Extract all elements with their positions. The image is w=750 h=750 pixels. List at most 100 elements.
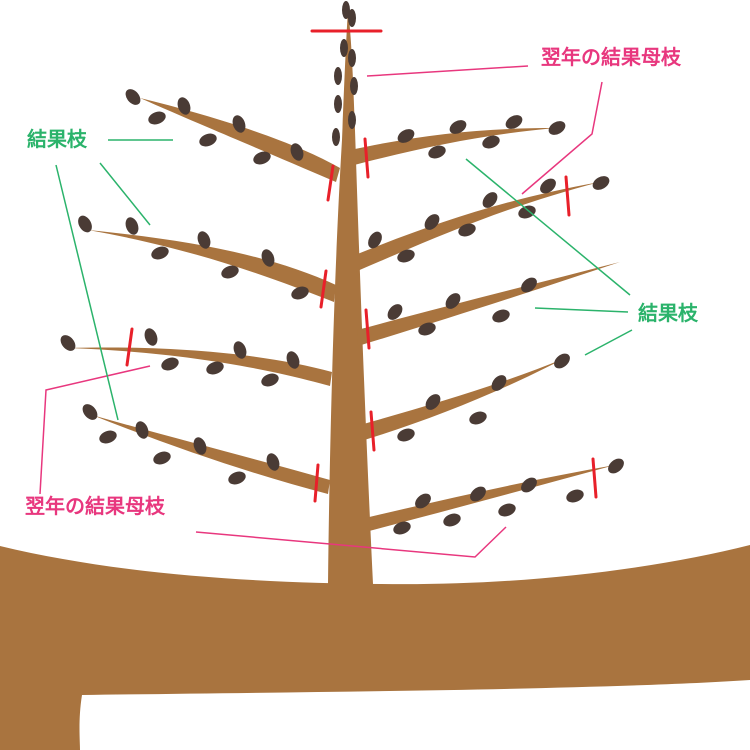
bud-icon	[197, 231, 211, 249]
trunk	[328, 10, 373, 584]
branch-right-1	[350, 128, 555, 166]
bud-icon	[491, 375, 507, 391]
branch-right-5	[365, 465, 615, 532]
red-cut-line-icon	[369, 410, 376, 452]
red-cut-line-icon	[319, 269, 328, 309]
label-next-year-mother-branch-bottom: 翌年の結果母枝	[25, 494, 165, 518]
red-cut-line-icon	[125, 327, 134, 367]
bud-icon	[548, 121, 566, 135]
bud-icon	[415, 493, 431, 509]
bud-icon	[443, 513, 461, 527]
bud-icon	[521, 477, 537, 493]
bud-icon	[206, 361, 224, 375]
branch-right-4	[360, 358, 565, 441]
bud-icon	[449, 120, 467, 134]
leader-line-right-3	[584, 329, 633, 356]
bud-icon	[144, 328, 158, 346]
red-cut-line-icon	[326, 164, 335, 202]
bud-icon	[261, 373, 279, 387]
bud-icon	[290, 143, 304, 161]
bud-icon	[193, 437, 207, 455]
leader-line-top-right-2	[521, 81, 603, 195]
cut-marks	[125, 29, 598, 503]
bud-icon	[253, 151, 271, 165]
leader-line-bottom	[195, 526, 507, 558]
bud-icon	[566, 489, 584, 503]
bud-icon	[151, 246, 169, 260]
bud-icon	[148, 111, 166, 125]
bud-icon	[78, 215, 92, 233]
bud-icon	[334, 67, 342, 85]
bud-icon	[424, 214, 440, 230]
bud-icon	[332, 128, 340, 146]
red-cut-line-icon	[364, 308, 371, 350]
bud-icon	[397, 249, 415, 263]
bud-icon	[482, 135, 500, 149]
red-cut-line-icon	[564, 175, 571, 217]
bud-icon	[592, 176, 610, 190]
bud-icon	[261, 249, 275, 267]
bud-icon	[232, 115, 246, 133]
branch-right-2	[355, 182, 600, 272]
leader-line-left-2	[99, 162, 151, 226]
pink-leader-lines	[39, 65, 603, 558]
bud-icon	[233, 341, 247, 359]
bud-icon	[469, 411, 487, 425]
bud-icon	[505, 115, 523, 129]
bud-icon	[291, 286, 309, 300]
leader-line-left	[39, 365, 151, 495]
red-cut-line-icon	[363, 137, 370, 179]
bud-icon	[342, 1, 350, 19]
bud-icon	[266, 453, 280, 471]
bud-icon	[397, 129, 415, 143]
bud-icon	[125, 89, 141, 105]
green-leader-lines	[55, 139, 633, 421]
bud-icon	[199, 133, 217, 147]
bud-icon	[540, 178, 556, 194]
bud-icon	[368, 231, 382, 249]
bud-icon	[135, 421, 149, 439]
bud-icon	[221, 265, 239, 279]
bud-icon	[340, 39, 348, 57]
bud-icon	[397, 428, 415, 442]
bud-icon	[348, 9, 356, 27]
branch-left-3	[68, 347, 332, 386]
bud-icon	[608, 458, 624, 474]
red-cut-line-icon	[313, 463, 320, 503]
bud-icon	[350, 77, 358, 95]
branch-left-2	[88, 230, 336, 302]
bud-icon	[418, 322, 436, 336]
bud-icon	[428, 145, 446, 159]
branch-left-4	[92, 415, 330, 494]
leader-line-right-2	[534, 307, 629, 313]
branch-right-3	[357, 262, 620, 346]
leader-line-right-1	[465, 158, 631, 296]
bud-icon	[161, 357, 179, 371]
bud-icon	[482, 192, 498, 208]
red-cut-line-icon	[591, 457, 598, 499]
bud-icon	[498, 503, 516, 517]
label-fruiting-branch-left: 結果枝	[27, 127, 87, 151]
bud-icon	[387, 304, 403, 320]
branch-left-1	[140, 98, 340, 182]
bud-icon	[470, 486, 486, 502]
bud-icon	[348, 111, 356, 129]
bud-icon	[153, 451, 171, 465]
main-limb	[0, 545, 750, 750]
bud-icon	[286, 351, 300, 369]
buds	[60, 1, 624, 535]
bud-icon	[60, 335, 76, 351]
bud-icon	[521, 277, 537, 293]
bud-icon	[334, 95, 342, 113]
bud-icon	[125, 217, 139, 235]
bud-icon	[518, 205, 536, 219]
bud-icon	[177, 97, 191, 115]
bud-icon	[82, 404, 98, 420]
bud-icon	[348, 49, 356, 67]
bud-icon	[425, 394, 441, 410]
bud-icon	[99, 430, 117, 444]
bud-icon	[393, 521, 411, 535]
bud-icon	[458, 223, 476, 237]
bud-icon	[228, 471, 246, 485]
